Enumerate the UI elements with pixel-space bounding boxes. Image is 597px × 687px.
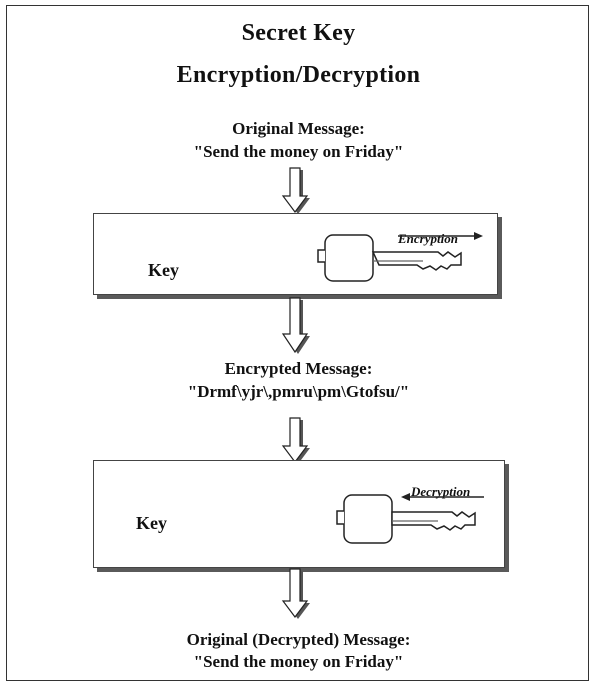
decrypted-message-label: Original (Decrypted) Message: bbox=[186, 630, 411, 649]
original-message-label: Original Message: bbox=[232, 119, 365, 138]
encryption-box: Key Encryption bbox=[93, 213, 498, 295]
down-arrow-icon bbox=[281, 167, 310, 214]
title-line-2: Encryption/Decryption bbox=[176, 62, 421, 88]
encryption-label: Encryption bbox=[398, 231, 458, 246]
key-icon bbox=[336, 493, 484, 544]
encrypted-message-text: "Drmf\yjr\,pmru\pm\Gtofsu/" bbox=[187, 382, 410, 401]
title-line-1: Secret Key bbox=[241, 20, 356, 46]
key-icon bbox=[317, 232, 483, 282]
decryption-box: Key Decryption bbox=[93, 460, 505, 568]
decryption-label: Decryption bbox=[411, 484, 471, 499]
down-arrow-icon bbox=[281, 568, 310, 619]
encrypted-message-label: Encrypted Message: bbox=[224, 359, 373, 378]
encryption-key-label: Key bbox=[148, 260, 179, 280]
down-arrow-icon bbox=[281, 417, 310, 464]
original-message-text: "Send the money on Friday" bbox=[193, 142, 404, 161]
diagram-frame bbox=[6, 5, 589, 681]
decryption-key-label: Key bbox=[136, 513, 167, 533]
down-arrow-icon bbox=[281, 297, 310, 354]
decrypted-message-text: "Send the money on Friday" bbox=[193, 652, 404, 671]
